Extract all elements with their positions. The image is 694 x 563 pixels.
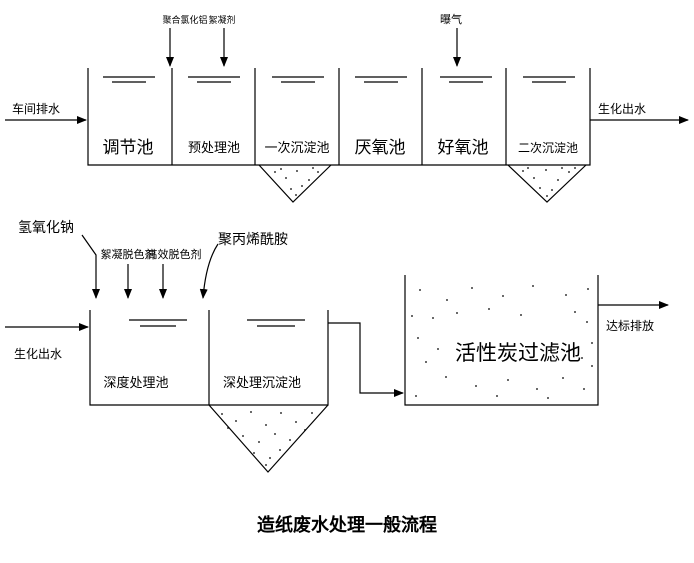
stage1-tank-row xyxy=(87,68,591,166)
naoh-label: 氢氧化钠 xyxy=(18,220,74,236)
settle-tank-label: 深处理沉淀池 xyxy=(223,376,301,391)
discharge-label: 达标排放 xyxy=(606,318,654,333)
deep-tank-label: 深度处理池 xyxy=(103,375,168,391)
water-level-marks xyxy=(103,76,575,83)
inlet-label: 车间排水 xyxy=(12,101,60,116)
decolor-label-1: 絮凝脱色剂 xyxy=(101,247,156,261)
pam-label: 聚丙烯酰胺 xyxy=(218,232,288,248)
tank-label-4: 好氧池 xyxy=(438,138,489,158)
tank-label-5: 二次沉淀池 xyxy=(518,141,578,155)
activated-carbon-filter xyxy=(404,275,599,406)
diagram-caption: 造纸废水处理一般流程 xyxy=(257,514,437,536)
tank-label-3: 厌氧池 xyxy=(355,138,406,158)
sludge-hopper-3 xyxy=(208,404,329,473)
chem-label-1: 聚合氯化铝 xyxy=(162,14,207,26)
transfer-pipe xyxy=(328,322,404,397)
chem-label-2: 絮凝剂 xyxy=(208,14,235,26)
filter-label: 活性炭过滤池 xyxy=(455,341,581,365)
tank-label-2: 一次沉淀池 xyxy=(264,140,329,156)
aeration-label: 曝气 xyxy=(440,12,462,26)
sediment-dots xyxy=(221,167,593,466)
tank-label-1: 预处理池 xyxy=(188,141,240,156)
tank-label-0: 调节池 xyxy=(103,138,154,158)
outlet-label: 生化出水 xyxy=(598,102,646,116)
decolor-label-2: 高效脱色剂 xyxy=(147,247,202,261)
sludge-hopper-2 xyxy=(507,164,587,203)
naoh-leader xyxy=(81,234,100,299)
pam-leader xyxy=(199,243,219,299)
sludge-hopper-1 xyxy=(258,164,332,203)
inlet2-label: 生化出水 xyxy=(14,347,62,361)
